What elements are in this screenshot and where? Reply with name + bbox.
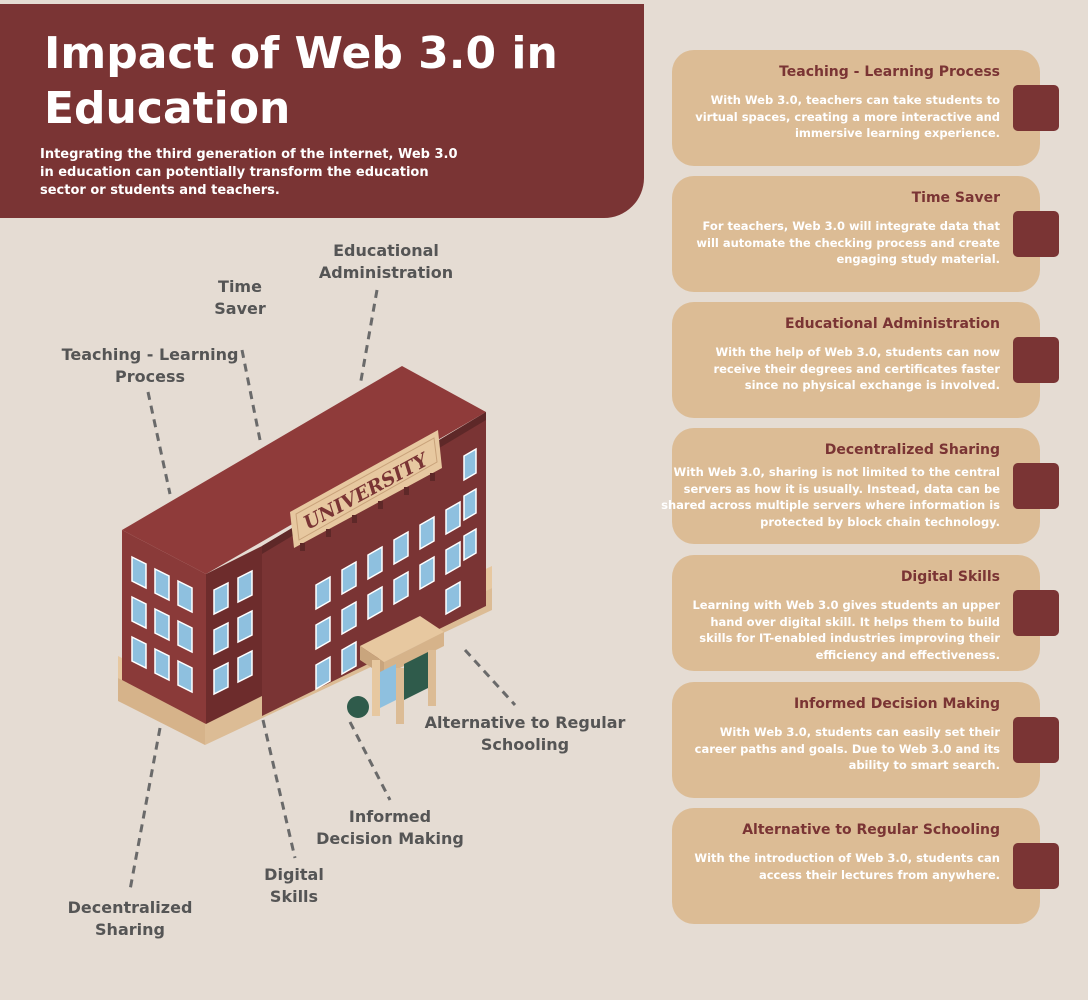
label-time-saver: Time Saver — [214, 277, 266, 318]
card-title: Informed Decision Making — [793, 696, 1000, 712]
card-description: With the help of Web 3.0, students can n… — [713, 345, 1000, 392]
card-informed-decision: Informed Decision Making With Web 3.0, s… — [672, 682, 1059, 798]
label-educational-administration: Educational Administration — [318, 241, 454, 282]
card-decentralized-sharing: Decentralized Sharing With Web 3.0, shar… — [661, 428, 1059, 544]
connector-digital — [261, 719, 297, 859]
label-alternative-schooling: Alternative to Regular Schooling — [424, 713, 626, 754]
card-description: With Web 3.0, sharing is not limited to … — [661, 465, 1000, 529]
card-time-saver: Time Saver For teachers, Web 3.0 will in… — [672, 176, 1059, 292]
card-marker — [1013, 590, 1059, 636]
label-teaching-learning: Teaching - Learning Process — [61, 345, 239, 386]
card-description: With Web 3.0, teachers can take students… — [695, 93, 1000, 140]
connector-lines — [128, 289, 517, 891]
card-marker — [1013, 463, 1059, 509]
card-marker — [1013, 337, 1059, 383]
connector-decentralized — [128, 727, 162, 891]
university-building — [118, 366, 492, 745]
card-description: For teachers, Web 3.0 will integrate dat… — [696, 219, 1000, 266]
connector-admin — [358, 289, 379, 387]
card-digital-skills: Digital Skills Learning with Web 3.0 giv… — [672, 555, 1059, 671]
card-title: Educational Administration — [785, 316, 1000, 332]
card-alternative-schooling: Alternative to Regular Schooling With th… — [672, 808, 1059, 924]
card-marker — [1013, 717, 1059, 763]
card-description: With the introduction of Web 3.0, studen… — [694, 851, 1000, 882]
card-marker — [1013, 843, 1059, 889]
card-teaching-learning: Teaching - Learning Process With Web 3.0… — [672, 50, 1059, 166]
card-title: Digital Skills — [900, 569, 1000, 585]
card-marker — [1013, 211, 1059, 257]
card-title: Alternative to Regular Schooling — [742, 822, 1000, 838]
label-digital-skills: Digital Skills — [264, 865, 324, 906]
card-marker — [1013, 85, 1059, 131]
card-educational-administration: Educational Administration With the help… — [672, 302, 1059, 418]
card-title: Decentralized Sharing — [824, 442, 1000, 458]
label-decentralized-sharing: Decentralized Sharing — [67, 898, 193, 939]
page-title: Impact of Web 3.0 in Education — [44, 28, 558, 134]
card-description: With Web 3.0, students can easily set th… — [694, 725, 1000, 772]
card-title: Time Saver — [911, 190, 1000, 206]
card-title: Teaching - Learning Process — [779, 64, 1000, 80]
connector-teaching — [146, 391, 172, 495]
connector-time-saver — [240, 349, 262, 441]
card-description: Learning with Web 3.0 gives students an … — [692, 598, 1000, 662]
header-banner: Impact of Web 3.0 in Education Integrati… — [0, 4, 644, 218]
page-subtitle: Integrating the third generation of the … — [40, 147, 458, 198]
connector-informed — [348, 721, 392, 801]
connector-alternative — [463, 648, 517, 707]
label-informed-decision: Informed Decision Making — [316, 807, 464, 848]
